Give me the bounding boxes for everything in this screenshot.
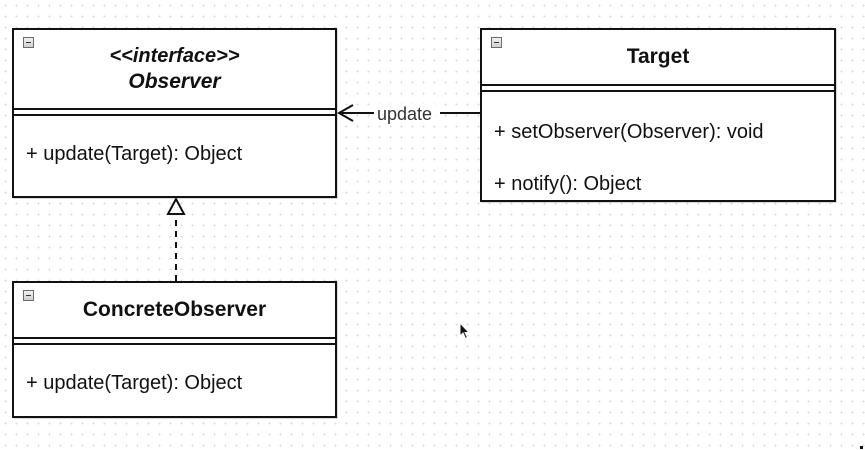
corner-dot [860, 446, 863, 449]
concrete-observer-operations: + update(Target): Object [14, 345, 335, 395]
operation-item: + notify(): Object [494, 173, 642, 195]
attributes-compartment [14, 110, 335, 116]
observer-class-box[interactable]: <<interface>> Observer + update(Target):… [12, 28, 337, 198]
realization-arrowhead [166, 196, 186, 215]
observer-stereotype: <<interface>> [109, 45, 240, 67]
target-operations: + setObserver(Observer): void + notify()… [482, 92, 834, 196]
concrete-observer-class-name: ConcreteObserver [82, 298, 267, 321]
attributes-compartment [482, 86, 834, 92]
target-class-name: Target [626, 45, 690, 68]
collapse-icon[interactable] [23, 290, 34, 301]
collapse-icon[interactable] [491, 37, 502, 48]
collapse-icon[interactable] [23, 37, 34, 48]
mouse-cursor-icon [459, 322, 471, 340]
observer-operations: + update(Target): Object [14, 116, 335, 166]
concrete-observer-class-box[interactable]: ConcreteObserver + update(Target): Objec… [12, 281, 337, 418]
association-arrowhead [336, 104, 354, 122]
target-header: Target [482, 30, 834, 86]
attributes-compartment [14, 339, 335, 345]
update-association-label: update [374, 104, 436, 124]
operation-item: + setObserver(Observer): void [494, 121, 764, 143]
operation-item: + update(Target): Object [26, 143, 243, 165]
observer-header: <<interface>> Observer [14, 30, 335, 110]
target-class-box[interactable]: Target + setObserver(Observer): void + n… [480, 28, 836, 202]
concrete-observer-header: ConcreteObserver [14, 283, 335, 339]
operation-item: + update(Target): Object [26, 372, 243, 394]
observer-class-name: Observer [128, 70, 221, 93]
